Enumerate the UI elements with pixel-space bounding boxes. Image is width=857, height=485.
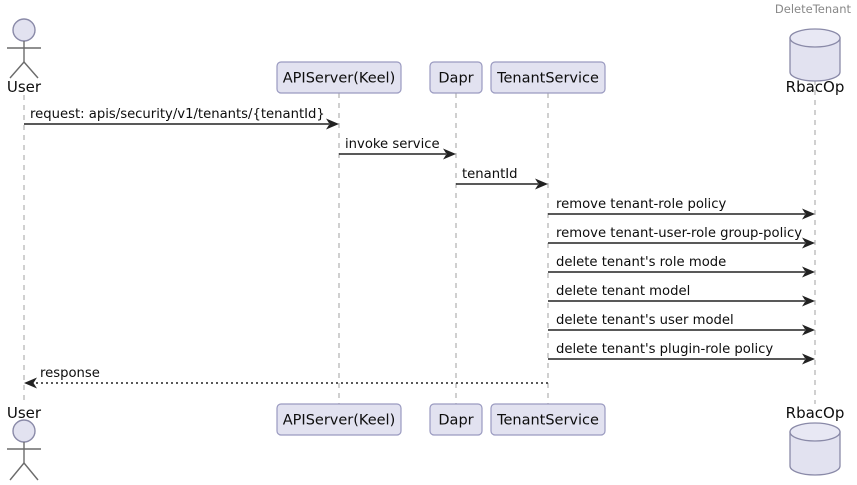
participant-label-dapr-bottom: Dapr <box>438 413 473 429</box>
actor-leg-left-icon <box>9 61 25 79</box>
participant-rbacop-top[interactable]: RbacOp <box>786 28 845 96</box>
message-3-arrowhead <box>535 178 548 190</box>
participant-label-apiserver-bottom: APIServer(Keel) <box>283 413 395 429</box>
actor-head-icon-bottom <box>12 419 36 443</box>
participant-label-apiserver-top: APIServer(Keel) <box>283 71 395 87</box>
participant-label-user-bottom: User <box>7 404 42 422</box>
message-8-label: delete tenant's user model <box>556 313 734 328</box>
message-10-label: response <box>40 366 100 381</box>
participant-rbacop-bottom[interactable]: RbacOp <box>786 404 845 476</box>
message-7-label: delete tenant model <box>556 284 690 299</box>
participant-label-rbacop-top: RbacOp <box>786 78 845 96</box>
message-7-delete-tenant-model[interactable]: delete tenant model <box>548 284 815 307</box>
participant-label-tenantservice-bottom: TenantService <box>496 413 599 429</box>
participant-label-user-top: User <box>7 78 42 96</box>
message-4-remove-tenant-role-policy[interactable]: remove tenant-role policy <box>548 197 815 220</box>
participant-dapr-top[interactable]: Dapr <box>429 61 483 94</box>
actor-head-icon <box>12 18 36 42</box>
participant-apiserver-top[interactable]: APIServer(Keel) <box>276 61 402 94</box>
message-6-arrowhead <box>802 266 815 278</box>
participant-label-dapr-top: Dapr <box>438 71 473 87</box>
message-6-delete-tenants-role-mode[interactable]: delete tenant's role mode <box>548 255 815 278</box>
message-4-label: remove tenant-role policy <box>556 197 726 212</box>
participant-tenantservice-bottom[interactable]: TenantService <box>490 403 606 436</box>
message-8-arrowhead <box>802 324 815 336</box>
participant-tenantservice-top[interactable]: TenantService <box>490 61 606 94</box>
participant-label-rbacop-bottom: RbacOp <box>786 404 845 422</box>
participant-box-apiserver-bottom[interactable] <box>276 403 402 436</box>
participant-box-tenantservice-bottom[interactable] <box>490 403 606 436</box>
database-body-icon-bottom <box>789 431 841 476</box>
message-5-label: remove tenant-user-role group-policy <box>556 226 802 241</box>
message-1-label: request: apis/security/v1/tenants/{tenan… <box>30 107 325 122</box>
message-9-label: delete tenant's plugin-role policy <box>556 342 773 357</box>
participant-user-bottom[interactable]: User <box>7 404 42 481</box>
database-top-icon-bottom <box>789 422 841 442</box>
message-10-arrowhead <box>24 377 37 389</box>
message-2-label: invoke service <box>345 137 440 152</box>
participant-user-top[interactable]: User <box>7 18 42 96</box>
message-3-tenantid[interactable]: tenantId <box>456 167 548 190</box>
message-3-label: tenantId <box>462 167 518 182</box>
lifelines-group <box>23 80 816 404</box>
message-9-delete-tenants-plugin-role-policy[interactable]: delete tenant's plugin-role policy <box>548 342 815 365</box>
message-7-arrowhead <box>802 295 815 307</box>
actor-leg-left-icon-bottom <box>9 462 25 481</box>
participant-box-tenantservice-top[interactable] <box>490 61 606 94</box>
message-8-delete-tenants-user-model[interactable]: delete tenant's user model <box>548 313 815 336</box>
actor-leg-right-icon <box>23 61 39 79</box>
message-5-arrowhead <box>802 237 815 249</box>
database-body-icon <box>789 37 841 82</box>
message-2-arrowhead <box>443 148 456 160</box>
diagram-title: DeleteTenant <box>775 2 852 16</box>
participant-dapr-bottom[interactable]: Dapr <box>429 403 483 436</box>
message-5-remove-tenant-user-role-group-policy[interactable]: remove tenant-user-role group-policy <box>548 226 815 249</box>
participant-box-apiserver-top[interactable] <box>276 61 402 94</box>
participant-label-tenantservice-top: TenantService <box>496 71 599 87</box>
actor-leg-right-icon-bottom <box>23 462 39 481</box>
participant-box-dapr-bottom[interactable] <box>429 403 483 436</box>
message-6-label: delete tenant's role mode <box>556 255 726 270</box>
database-top-icon <box>789 28 841 48</box>
participant-apiserver-bottom[interactable]: APIServer(Keel) <box>276 403 402 436</box>
message-10-response[interactable]: response <box>24 366 548 389</box>
message-2-invoke-service[interactable]: invoke service <box>339 137 456 160</box>
message-1-request[interactable]: request: apis/security/v1/tenants/{tenan… <box>24 107 339 130</box>
message-1-arrowhead <box>326 118 339 130</box>
participant-box-dapr-top[interactable] <box>429 61 483 94</box>
message-4-arrowhead <box>802 208 815 220</box>
message-9-arrowhead <box>802 353 815 365</box>
